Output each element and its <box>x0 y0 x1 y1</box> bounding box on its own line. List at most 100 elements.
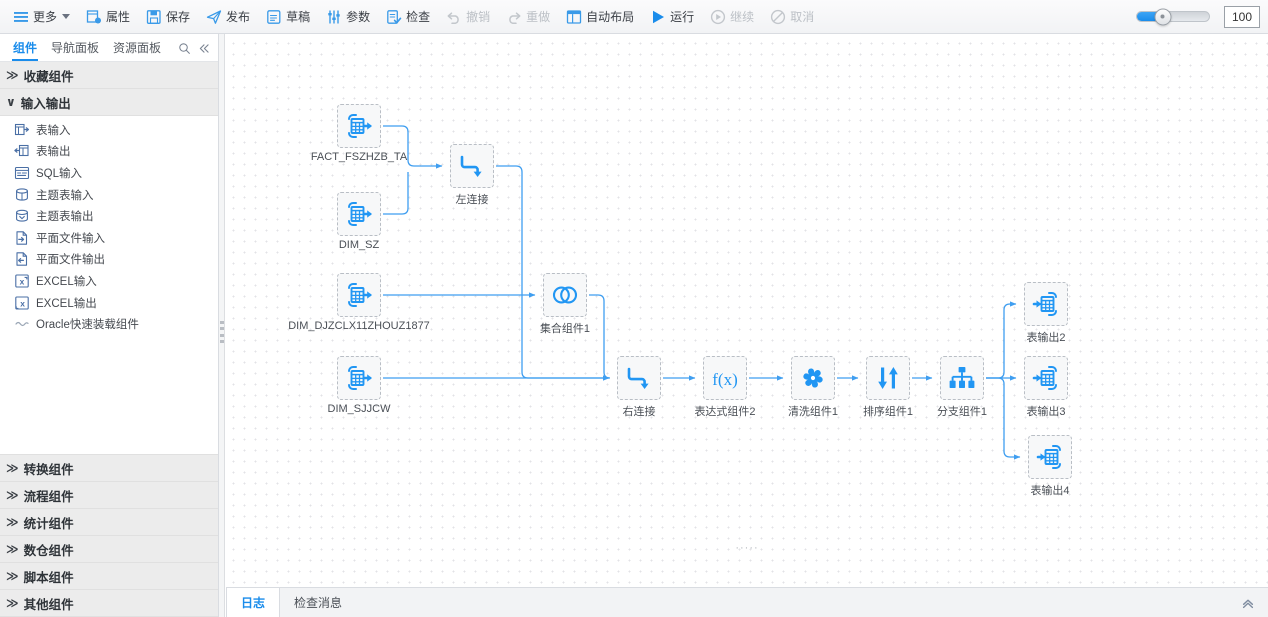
component-group-脚本组件[interactable]: ≫脚本组件 <box>0 563 218 590</box>
component-item-label: EXCEL输入 <box>36 275 97 288</box>
panel-splitter[interactable] <box>219 34 225 617</box>
cancel-icon <box>770 9 786 25</box>
toolbar-button-2[interactable]: 保存 <box>139 4 197 30</box>
chevron-down-icon[interactable] <box>62 14 71 19</box>
toolbar-button-label: 更多 <box>33 10 58 24</box>
left-join-node-icon <box>460 155 482 177</box>
toolbar-button-8: 重做 <box>499 4 557 30</box>
toolbar-button-0[interactable]: 更多 <box>6 4 77 30</box>
set-union-node-icon <box>552 286 578 304</box>
tab-navigation-panel[interactable]: 导航面板 <box>51 41 100 55</box>
toolbar-button-label: 撤销 <box>466 10 491 24</box>
toolbar-button-9[interactable]: 自动布局 <box>559 4 641 30</box>
left-panel-tools <box>174 38 214 61</box>
component-item-SQL输入[interactable]: SQL输入 <box>0 162 218 184</box>
canvas-bottom-splitter[interactable]: ····· <box>735 542 759 554</box>
flat-file-output-icon <box>14 251 30 267</box>
tab-check-messages[interactable]: 检查消息 <box>294 596 343 610</box>
toolbar-button-label: 取消 <box>790 10 815 24</box>
tab-resource-panel[interactable]: 资源面板 <box>113 41 162 55</box>
subject-table-input-icon <box>14 187 30 203</box>
chevron-collapsed-icon: ≫ <box>6 515 19 529</box>
toolbar-button-10[interactable]: 运行 <box>643 4 701 30</box>
chevron-collapsed-icon: ≫ <box>6 569 19 583</box>
flow-node-右连接[interactable] <box>617 356 661 400</box>
tab-log[interactable]: 日志 <box>226 588 281 617</box>
save-icon <box>146 9 162 25</box>
toolbar-button-label: 发布 <box>226 10 251 24</box>
flow-node-DIM_DJZCLX11ZHOUZ1877[interactable] <box>337 273 381 317</box>
component-item-label: Oracle快速装载组件 <box>36 319 139 332</box>
flow-node-DIM_SZ[interactable] <box>337 192 381 236</box>
flow-node-label: 清洗组件1 <box>787 406 839 418</box>
component-group-数仓组件[interactable]: ≫数仓组件 <box>0 536 218 563</box>
flow-node-label: 表输出3 <box>1026 406 1066 418</box>
undo-icon <box>446 9 462 25</box>
component-group-统计组件[interactable]: ≫统计组件 <box>0 509 218 536</box>
flow-node-集合组件1[interactable] <box>543 273 587 317</box>
flow-node-表输出3[interactable] <box>1024 356 1068 400</box>
search-icon[interactable] <box>174 38 194 58</box>
zoom-value-input[interactable]: 100 <box>1224 5 1260 28</box>
table-input-icon <box>14 122 30 138</box>
left-panel-tabs: 组件 导航面板 资源面板 <box>0 34 218 62</box>
toolbar-button-6[interactable]: 检查 <box>379 4 437 30</box>
component-item-平面文件输入[interactable]: 平面文件输入 <box>0 227 218 249</box>
chevron-collapsed-icon: ≫ <box>6 542 19 556</box>
flow-node-表达式组件2[interactable]: f(x) <box>703 356 747 400</box>
redo-icon <box>506 9 522 25</box>
zoom-slider-knob[interactable] <box>1154 8 1172 25</box>
collapse-panel-icon[interactable] <box>194 38 214 58</box>
component-list-filler <box>0 337 218 455</box>
toolbar-button-7: 撤销 <box>439 4 497 30</box>
flow-node-label: DIM_DJZCLX11ZHOUZ1877 <box>288 320 430 332</box>
component-group-输入输出[interactable]: ∨输入输出 <box>0 89 218 116</box>
menu-icon <box>13 9 29 25</box>
toolbar-button-5[interactable]: 参数 <box>319 4 377 30</box>
component-group-其他组件[interactable]: ≫其他组件 <box>0 590 218 617</box>
continue-icon <box>710 9 726 25</box>
branch-node-icon <box>949 367 975 388</box>
component-tree: ≫收藏组件∨输入输出表输入表输出 SQL输入主题表输入主题表输出平面文件输入平面文… <box>0 62 218 617</box>
flow-node-label: 表达式组件2 <box>694 406 756 418</box>
flow-node-label: 表输出4 <box>1030 485 1070 497</box>
table-input-node-icon <box>348 283 372 307</box>
component-item-label: 表输出 <box>36 146 71 159</box>
right-join-node-icon <box>627 367 649 389</box>
component-group-流程组件[interactable]: ≫流程组件 <box>0 482 218 509</box>
component-group-收藏组件[interactable]: ≫收藏组件 <box>0 62 218 89</box>
toolbar-button-3[interactable]: 发布 <box>199 4 257 30</box>
flow-node-DIM_SJJCW[interactable] <box>337 356 381 400</box>
component-item-Oracle快速装载组件[interactable]: Oracle快速装载组件 <box>0 313 218 335</box>
chevron-collapsed-icon: ≫ <box>6 461 19 475</box>
flow-node-左连接[interactable] <box>450 144 494 188</box>
bottom-panel: 日志 检查消息 <box>226 587 1268 617</box>
zoom-control: 100 <box>1136 5 1268 28</box>
main-toolbar: 更多属性保存发布草稿参数检查撤销重做自动布局运行继续取消 100 <box>0 0 1268 34</box>
flow-node-表输出2[interactable] <box>1024 282 1068 326</box>
clean-node-icon <box>803 368 823 388</box>
component-item-主题表输出[interactable]: 主题表输出 <box>0 205 218 227</box>
table-input-node-icon <box>348 366 372 390</box>
flow-node-FACT_FSZHZB_TA[interactable] <box>337 104 381 148</box>
flow-node-表输出4[interactable] <box>1028 435 1072 479</box>
toolbar-button-4[interactable]: 草稿 <box>259 4 317 30</box>
flow-node-排序组件1[interactable] <box>866 356 910 400</box>
component-item-平面文件输出[interactable]: 平面文件输出 <box>0 249 218 271</box>
component-item-表输入[interactable]: 表输入 <box>0 119 218 141</box>
expand-up-icon[interactable] <box>1228 588 1268 617</box>
component-group-转换组件[interactable]: ≫转换组件 <box>0 455 218 482</box>
table-output-icon <box>14 143 30 159</box>
component-item-表输出[interactable]: 表输出 <box>0 141 218 163</box>
publish-icon <box>206 9 222 25</box>
flow-node-清洗组件1[interactable] <box>791 356 835 400</box>
flow-node-分支组件1[interactable] <box>940 356 984 400</box>
tab-components[interactable]: 组件 <box>6 39 44 61</box>
component-item-主题表输入[interactable]: 主题表输入 <box>0 184 218 206</box>
zoom-slider[interactable] <box>1136 8 1210 25</box>
toolbar-button-1[interactable]: 属性 <box>79 4 137 30</box>
